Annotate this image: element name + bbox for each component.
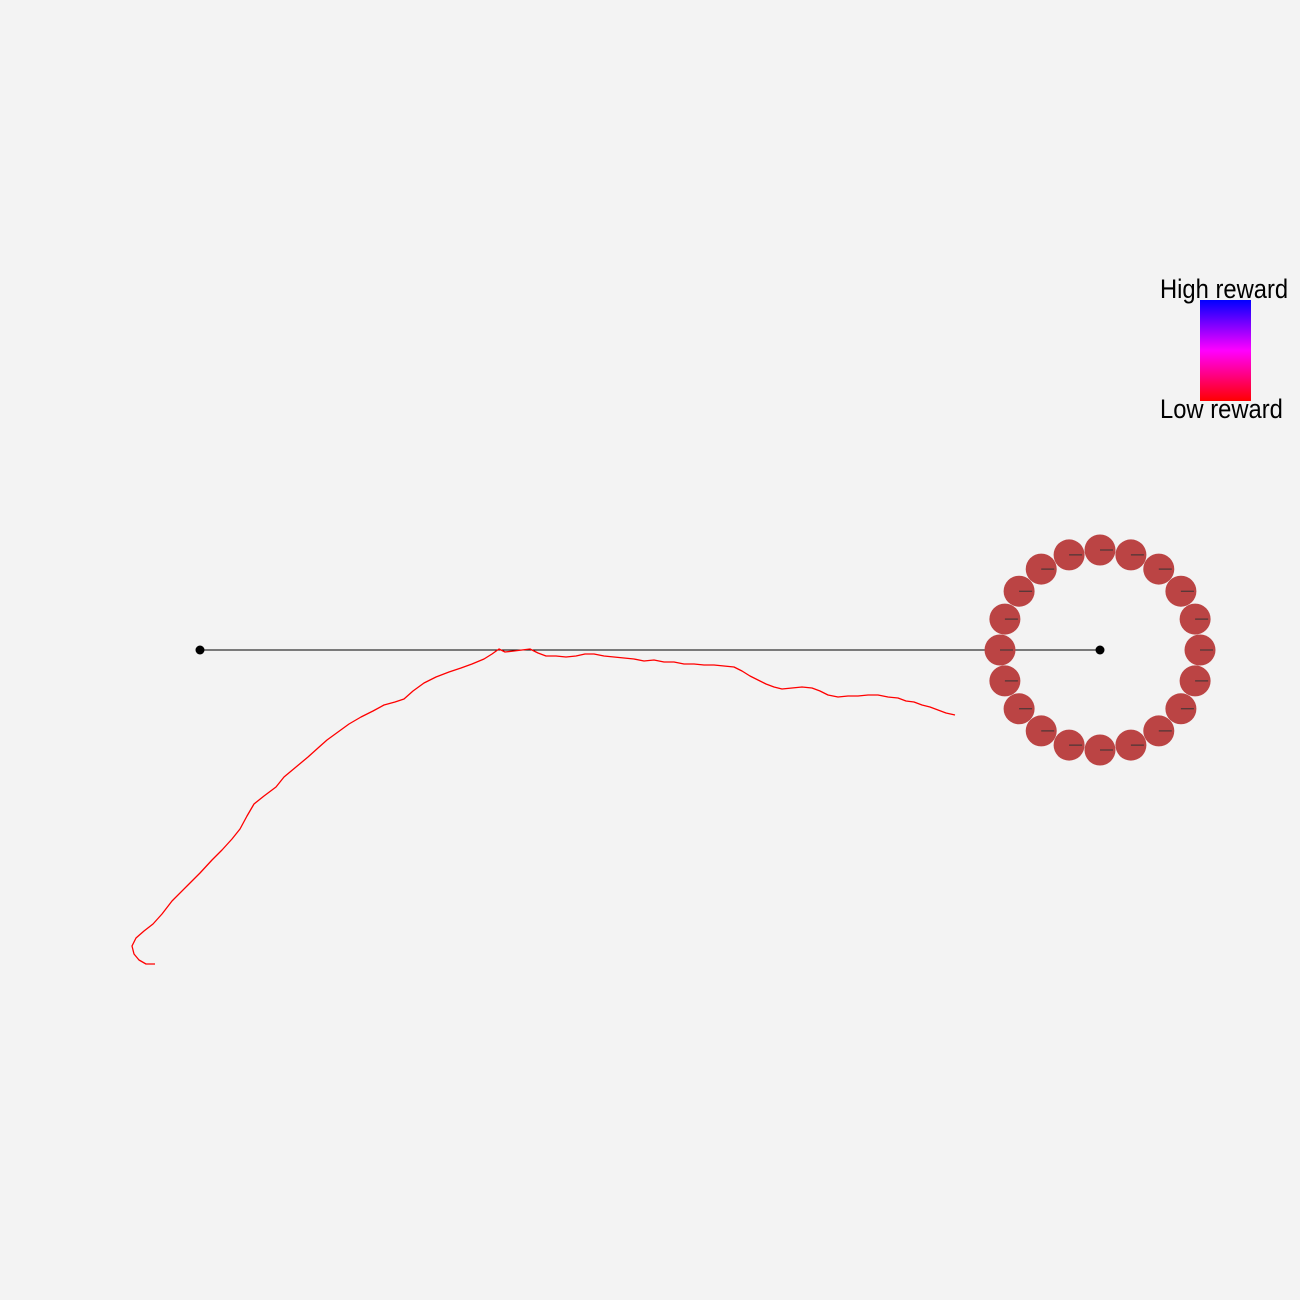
trajectory-path [131,648,956,965]
legend-low-label: Low reward [1160,394,1283,424]
legend-high-label: High reward [1160,274,1289,304]
goal-point [1095,645,1105,655]
target-ring [984,534,1216,766]
start-point [195,645,205,655]
reward-color-scale [1200,300,1251,401]
